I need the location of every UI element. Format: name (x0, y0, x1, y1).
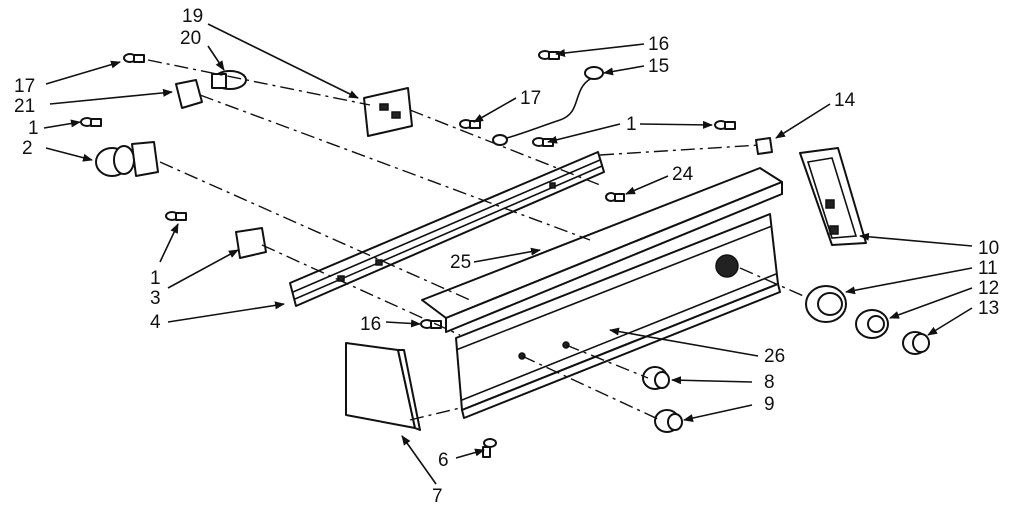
bezel-11-part (805, 285, 847, 323)
callout-26: 26 (764, 346, 785, 367)
callout-10: 10 (978, 238, 999, 259)
bracket-19-part (363, 87, 413, 137)
lamp-20-part (211, 70, 247, 90)
callout-8: 8 (764, 372, 775, 393)
callout-19: 19 (182, 6, 203, 27)
clip-21-part (175, 79, 203, 109)
front-panel-part (455, 213, 781, 419)
callout-24: 24 (672, 164, 694, 185)
callout-14: 14 (834, 90, 856, 111)
clip-14-part (755, 137, 773, 155)
callout-1-center: 1 (626, 114, 637, 135)
callout-1-lower-left: 1 (150, 268, 161, 289)
ground-wire-part (492, 66, 604, 146)
callout-13: 13 (978, 298, 999, 319)
assembly-lines (147, 59, 809, 421)
callout-labels: 19 20 17 21 1 2 16 15 17 1 14 24 25 10 1… (14, 6, 999, 507)
callout-17-left: 17 (14, 76, 35, 97)
callout-21: 21 (14, 96, 35, 117)
end-cap-part (345, 342, 421, 431)
bracket-3-part (235, 227, 267, 259)
callout-15: 15 (648, 56, 669, 77)
leader-arrows (43, 23, 973, 485)
knob-9-part (654, 409, 683, 433)
callout-4: 4 (150, 312, 161, 333)
callout-3: 3 (150, 288, 161, 309)
right-end-cap-part (799, 147, 867, 246)
rear-rail-part (289, 151, 605, 307)
callout-11: 11 (978, 258, 998, 279)
callout-25: 25 (450, 252, 471, 273)
screw-parts (80, 50, 736, 458)
knob-13-part (902, 331, 930, 355)
callout-2: 2 (22, 138, 33, 159)
callout-16-top: 16 (648, 34, 669, 55)
callout-6: 6 (438, 450, 449, 471)
callout-9: 9 (764, 394, 775, 415)
callout-7: 7 (432, 486, 443, 507)
callout-12: 12 (978, 278, 999, 299)
callout-17-center: 17 (520, 88, 541, 109)
timer-knob-2-part (95, 141, 159, 177)
knob-8-part (642, 366, 670, 390)
callout-16-bottom: 16 (360, 314, 381, 335)
top-cover-part (421, 167, 783, 333)
callout-1-top-left: 1 (28, 118, 39, 139)
callout-20: 20 (180, 28, 201, 49)
knob-12-part (855, 309, 889, 339)
